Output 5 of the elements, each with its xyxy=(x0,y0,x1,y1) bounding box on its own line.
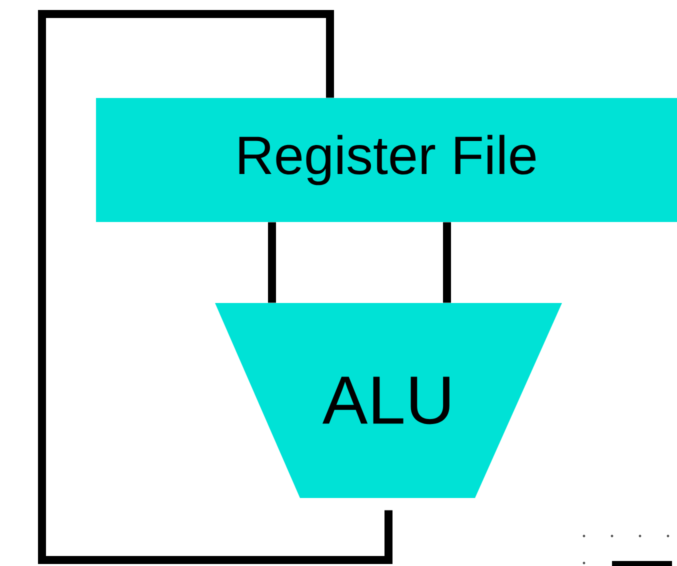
register-file-box: Register File xyxy=(96,98,677,222)
wire xyxy=(443,222,451,303)
wire xyxy=(38,10,392,564)
alu-trapezoid: ALU xyxy=(215,303,562,498)
wire xyxy=(268,222,276,303)
